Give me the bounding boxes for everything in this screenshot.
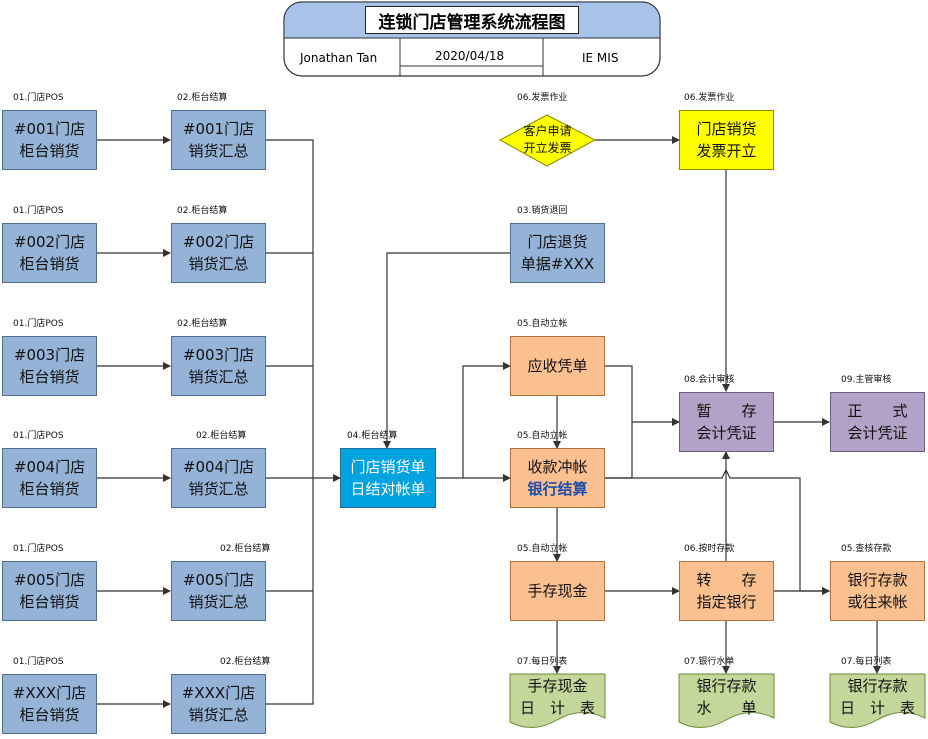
- bank-daily-report-node: 银行存款日 计 表: [839, 677, 915, 717]
- cash-daily-report-node: 手存现金日 计 表: [519, 677, 595, 717]
- store-001-summary-node: #001门店销货汇总: [171, 110, 266, 170]
- store-004-pos-node: #004门店柜台销货: [2, 448, 97, 508]
- node-caption: 01.门店POS: [13, 657, 64, 667]
- node-caption: 05.自动立帐: [517, 319, 568, 329]
- store-xxx-pos-node: #XXX门店柜台销货: [2, 674, 97, 734]
- node-caption: 01.门店POS: [13, 544, 64, 554]
- node-caption: 04.柜台结算: [347, 431, 398, 441]
- date-label: 2020/04/18: [435, 49, 505, 63]
- node-caption: 05.查核存款: [841, 544, 892, 554]
- node-caption: 01.门店POS: [13, 206, 64, 216]
- node-caption: 01.门店POS: [13, 93, 64, 103]
- store-003-summary-node: #003门店销货汇总: [171, 336, 266, 396]
- store-001-pos-node: #001门店柜台销货: [2, 110, 97, 170]
- bank-slip-shape: [678, 673, 775, 728]
- node-caption: 07.每日列表: [841, 657, 892, 667]
- deposit-check-node: 银行存款或往来帐: [830, 561, 925, 621]
- node-caption: 07.每日列表: [517, 657, 568, 667]
- node-caption: 05.自动立帐: [517, 431, 568, 441]
- bank-slip-node: 银行存款水 单: [696, 677, 757, 717]
- formal-voucher-node: 正 式会计凭证: [830, 392, 925, 452]
- store-005-summary-node: #005门店销货汇总: [171, 561, 266, 621]
- node-caption: 02.柜台结算: [177, 206, 228, 216]
- node-caption: 07.银行水单: [684, 657, 735, 667]
- invoice-request-diamond: [498, 114, 597, 167]
- cash-report-shape: [509, 673, 606, 728]
- bank-settlement-label: 银行结算: [527, 480, 588, 498]
- store-002-pos-node: #002门店柜台销货: [2, 223, 97, 283]
- invoice-issue-node: 门店销货发票开立: [679, 110, 774, 170]
- receivable-voucher-node: 应收凭单: [510, 336, 605, 396]
- node-caption: 02.柜台结算: [220, 544, 271, 554]
- store-003-pos-node: #003门店柜台销货: [2, 336, 97, 396]
- dept-label: IE MIS: [582, 51, 619, 65]
- payment-offset-node: 收款冲帐银行结算: [510, 448, 605, 508]
- node-caption: 03.销货退回: [517, 206, 568, 216]
- node-caption: 01.门店POS: [13, 431, 64, 441]
- author-label: Jonathan Tan: [300, 51, 378, 65]
- node-caption: 06.发票作业: [684, 93, 735, 103]
- store-004-summary-node: #004门店销货汇总: [171, 448, 266, 508]
- temporary-voucher-node: 暂 存会计凭证: [679, 392, 774, 452]
- invoice-request-node: 客户申请开立发票: [523, 124, 572, 155]
- store-002-summary-node: #002门店销货汇总: [171, 223, 266, 283]
- node-caption: 05.自动立帐: [517, 544, 568, 554]
- node-caption: 08.会计审核: [684, 375, 735, 385]
- daily-statement-node: 门店销货单日结对帐单: [340, 448, 436, 508]
- chart-title: 连锁门店管理系统流程图: [365, 6, 579, 34]
- node-caption: 06.按时存款: [684, 544, 735, 554]
- returns-node: 门店退货单据#XXX: [510, 223, 605, 283]
- node-caption: 06.发票作业: [517, 93, 568, 103]
- store-xxx-summary-node: #XXX门店销货汇总: [171, 674, 266, 734]
- node-caption: 02.柜台结算: [177, 93, 228, 103]
- node-caption: 09.主管审核: [841, 375, 892, 385]
- node-caption: 01.门店POS: [13, 319, 64, 329]
- bank-deposit-node: 转 存指定银行: [679, 561, 774, 621]
- bank-report-shape: [829, 673, 926, 728]
- store-005-pos-node: #005门店柜台销货: [2, 561, 97, 621]
- node-caption: 02.柜台结算: [177, 319, 228, 329]
- cash-on-hand-node: 手存现金: [510, 561, 605, 621]
- node-caption: 02.柜台结算: [220, 657, 271, 667]
- node-caption: 02.柜台结算: [196, 431, 247, 441]
